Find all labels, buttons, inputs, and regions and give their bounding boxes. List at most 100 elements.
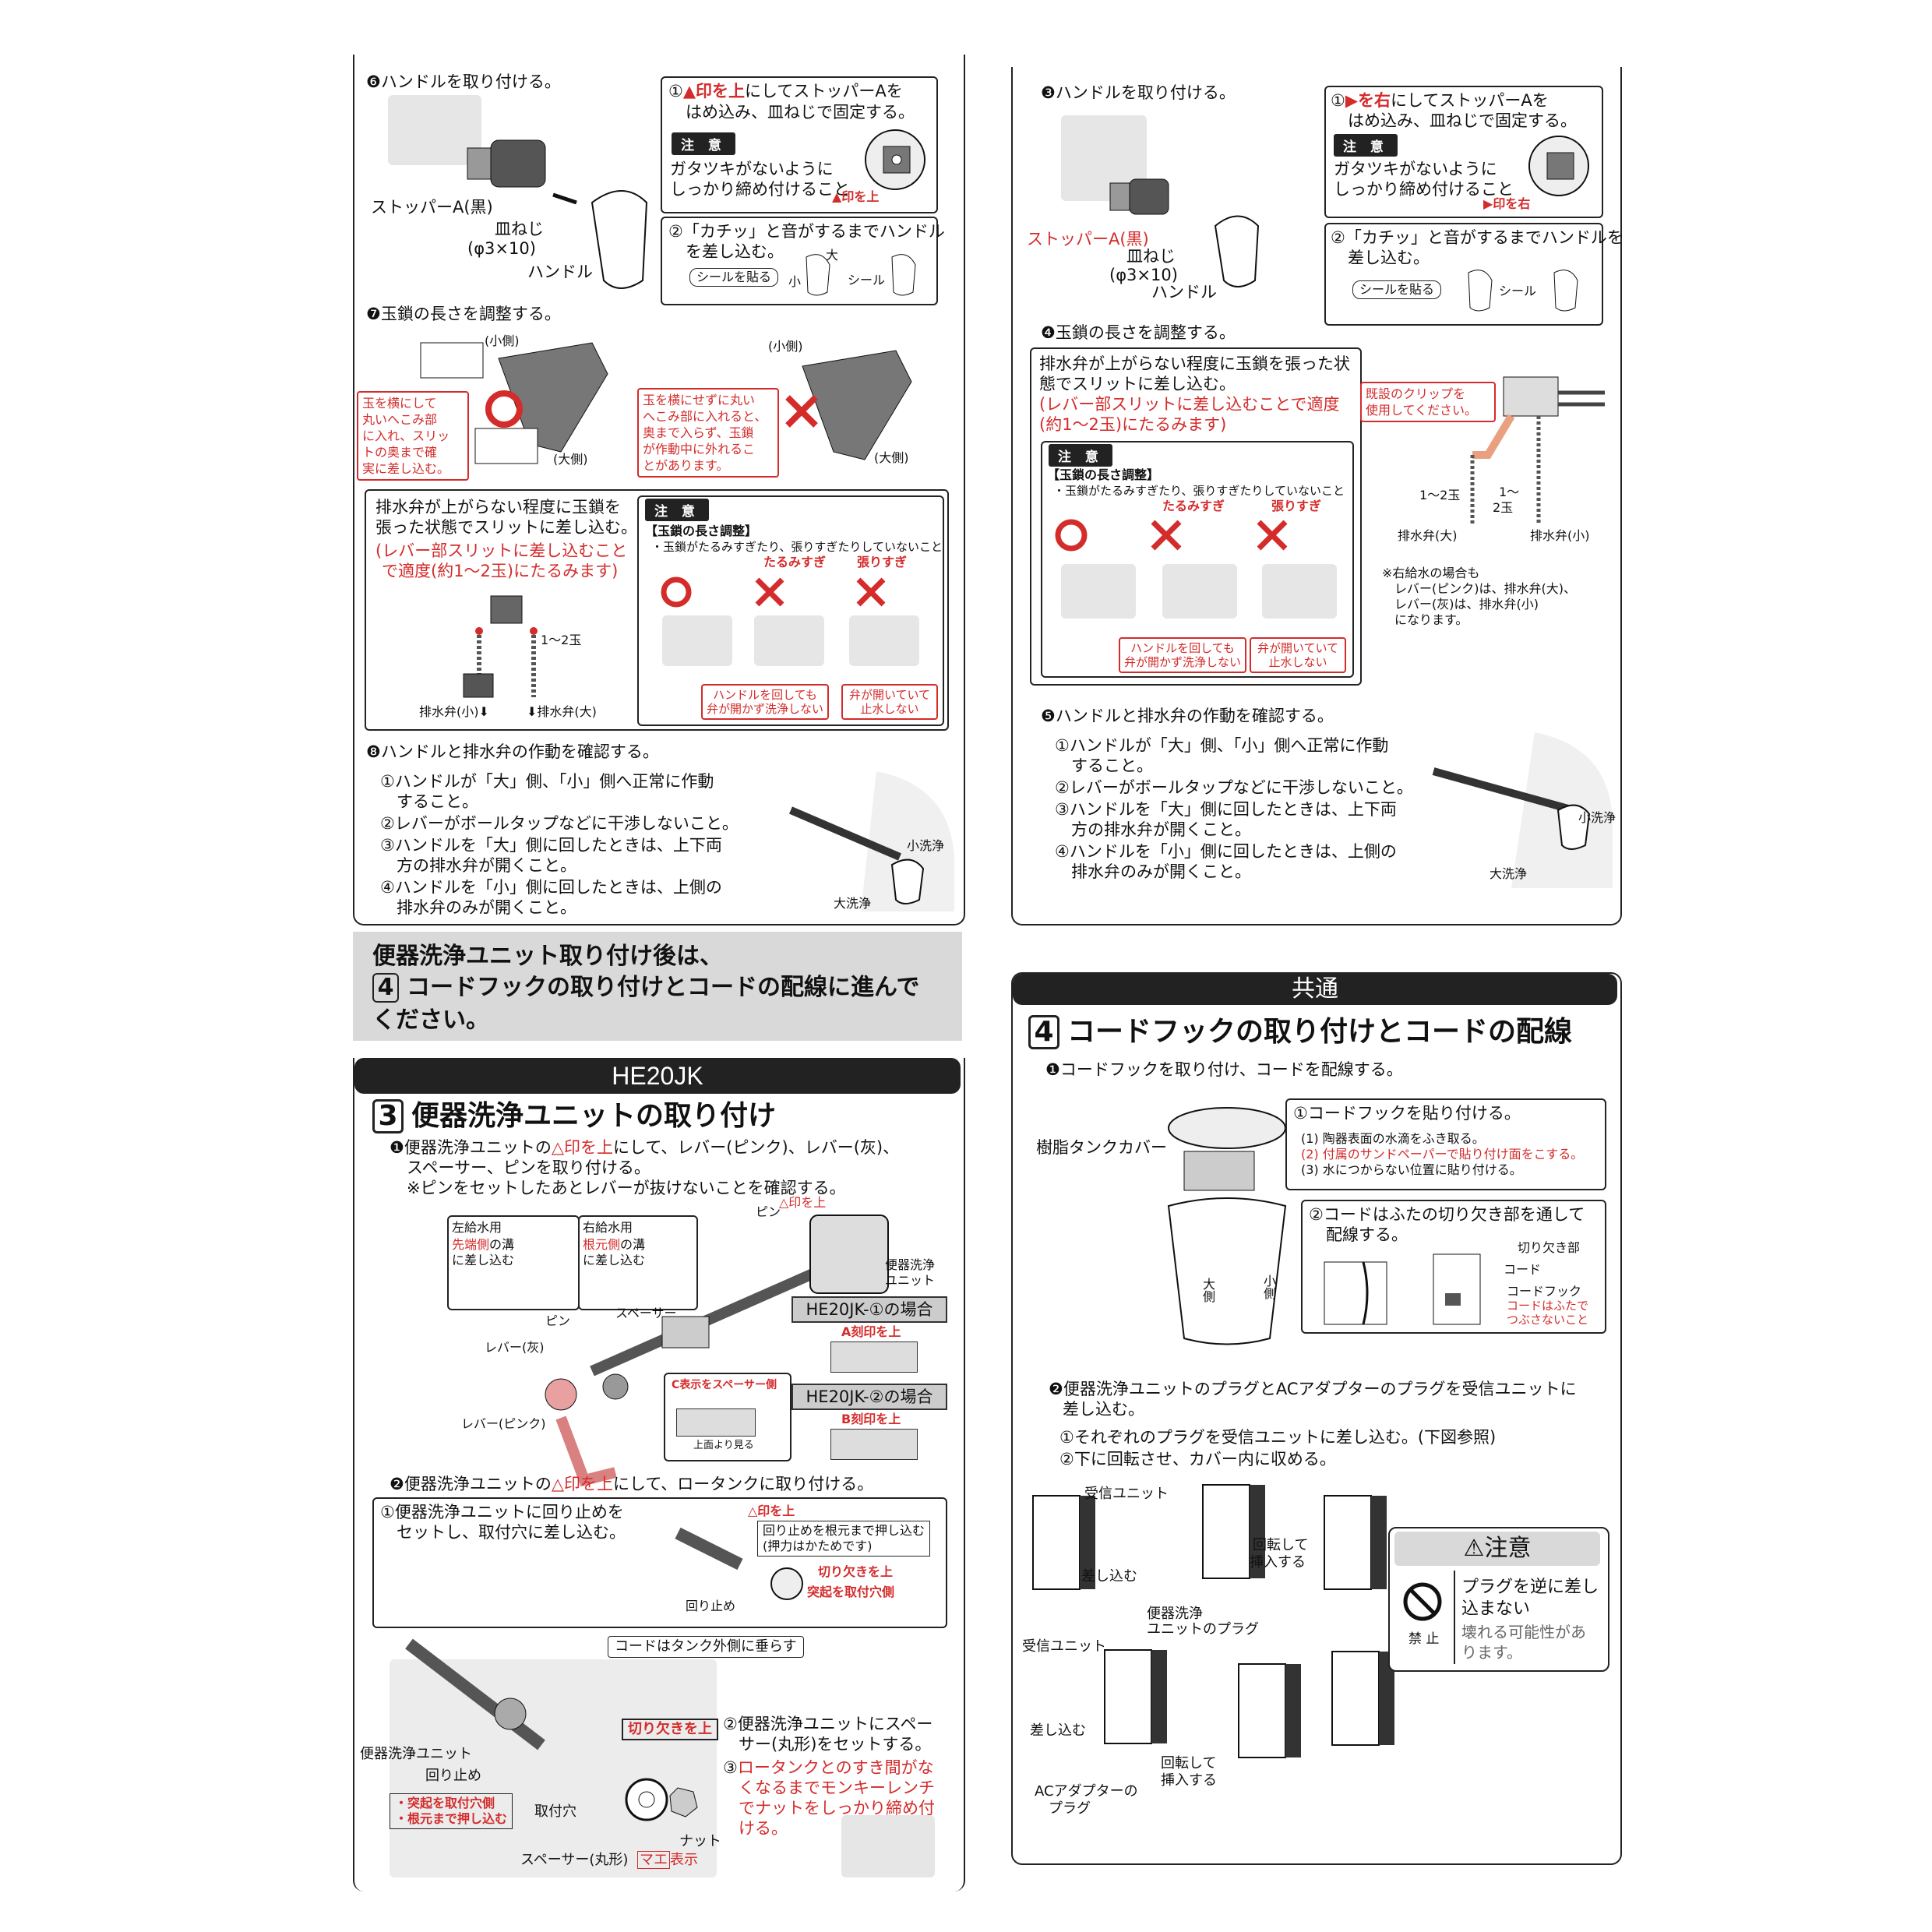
b1-push-box: 回り止めを根元まで押し込む(押力はかためです) <box>757 1521 931 1557</box>
caution-divider <box>1454 1571 1455 1664</box>
step4-title: ❹玉鎖の長さを調整する。 <box>1041 323 1236 342</box>
callout-stopper-r-line1: ①▶を右にしてストッパーAを <box>1331 91 1549 110</box>
callout-stopper-line1: ①▲印を上にしてストッパーAを <box>668 82 903 100</box>
cross-ng-icon <box>785 395 818 428</box>
screw-label-2: (φ3×10) <box>467 239 536 258</box>
check-r1a: ①ハンドルが「大」側、「小」側へ正常に作動 <box>1055 736 1389 755</box>
step8-title: ❽ハンドルと排水弁の作動を確認する。 <box>366 742 659 761</box>
right-supply-text: 根元側の溝 <box>583 1237 646 1252</box>
seal-label-r: シール <box>1499 284 1537 298</box>
receiver-unit-drawing-4 <box>1104 1649 1167 1744</box>
small-mark: 小 <box>788 274 802 289</box>
c-side-label: C表示をスペーサー側 <box>672 1379 777 1391</box>
ng-note: 玉を横にせずに丸いへこみ部に入れると、奥まで入らず、玉鎖が作動中に外れることがあ… <box>637 388 779 478</box>
chain-note-sub-r: ・玉鎖がたるみすぎたり、張りすぎたりしていないこと <box>1053 484 1345 498</box>
unit-assembly-drawing <box>590 1215 889 1377</box>
common-s2-4: ②下に回転させ、カバー内に収める。 <box>1059 1450 1336 1468</box>
chain-box-r2: 態でスリットに差し込む。 <box>1039 375 1236 393</box>
case2-header: HE20JK-②の場合 <box>791 1384 947 1410</box>
handle-illustration <box>388 95 481 165</box>
he20-b1-line1: ①便器洗浄ユニットに回り止めを <box>380 1503 624 1521</box>
unit-plug-2: ユニットのプラグ <box>1147 1621 1259 1638</box>
check-r1b: すること。 <box>1055 756 1153 775</box>
callout-handle-r-line2: 差し込む。 <box>1348 249 1430 267</box>
check-2: ②レバーがボールタップなどに干渉しないこと。 <box>380 814 739 833</box>
caution-header: ⚠注意 <box>1394 1532 1600 1566</box>
notch-up-box: 切り欠きを上 <box>622 1719 718 1740</box>
handle-label: ハンドル <box>527 263 593 281</box>
check-4a: ④ハンドルを「小」側に回したときは、上側の <box>380 878 722 897</box>
chain-slit-ng-drawing <box>802 350 912 460</box>
unit2-label: 便器洗浄ユニット <box>360 1746 472 1762</box>
cord-hook-label: コードフック <box>1507 1284 1582 1299</box>
small-flush-label: 小洗浄 <box>907 838 945 853</box>
c-side-part <box>676 1408 756 1437</box>
chain-slit-ok-drawing <box>420 342 608 464</box>
callout-stopper-r-line2: はめ込み、皿ねじで固定する。 <box>1348 111 1577 130</box>
he20-b2-line1: ②便器洗浄ユニットにスペー <box>723 1715 933 1733</box>
cord-label: コード <box>1504 1262 1542 1277</box>
pin-label-1: ピン <box>756 1204 781 1219</box>
unit-in-tank-drawing <box>405 1638 545 1750</box>
step3-title: ❸ハンドルを取り付ける。 <box>1041 83 1236 102</box>
c1-3: (3) 水につからない位置に貼り付ける。 <box>1301 1162 1522 1177</box>
unit-label-2: ユニット <box>885 1273 936 1288</box>
seal-button-r: シールを貼る <box>1352 280 1442 299</box>
chain-note-tag-r: 注 意 <box>1049 444 1112 467</box>
right-top-panel <box>1011 67 1622 925</box>
prohibit-icon <box>1403 1582 1442 1621</box>
b1-mark: △印を上 <box>748 1504 795 1518</box>
he20-b3-line1: ③ロータンクとのすき間がな <box>723 1758 934 1777</box>
he20-b3-line4: ける。 <box>739 1819 788 1838</box>
c1-1: (1) 陶器表面の水滴をふき取る。 <box>1301 1131 1485 1146</box>
spacer-label: スペーサー <box>615 1306 677 1320</box>
banner-line3: ください。 <box>372 1007 489 1034</box>
unit-label-1: 便器洗浄 <box>885 1257 936 1272</box>
valve-slack-drawing <box>754 615 824 666</box>
callout-handle-line2: を差し込む。 <box>686 242 784 261</box>
he20-header: HE20JK <box>354 1058 961 1094</box>
large-mark: 大 <box>826 248 839 263</box>
triangle-mark-icon: ▲ <box>682 82 696 100</box>
common-s2-3: ①それぞれのプラグを受信ユニットに差し込む。(下図参照) <box>1059 1428 1497 1447</box>
mark-up-unit: △印を上 <box>779 1195 827 1210</box>
right-note-2: レバー(ピンク)は、排水弁(大)、 <box>1382 581 1576 596</box>
seal-label: シール <box>848 273 886 287</box>
callout-stopper-line2: はめ込み、皿ねじで固定する。 <box>686 103 915 122</box>
circle-ok-icon <box>485 390 523 428</box>
proj-box: ・突起を取付穴側・根元まで押し込む <box>390 1793 513 1829</box>
receiver-unit-drawing-3 <box>1324 1495 1387 1590</box>
tight-too-label: 張りすぎ <box>857 555 908 569</box>
balls-label: 1〜2玉 <box>541 633 582 647</box>
caution-sub-2: ります。 <box>1461 1643 1522 1662</box>
he20-s1-line1: ❶便器洗浄ユニットの△印を上にして、レバー(ピンク)、レバー(灰)、 <box>390 1138 900 1157</box>
step5-title: ❺ハンドルと排水弁の作動を確認する。 <box>1041 707 1334 725</box>
valve-slack-drawing-r <box>1162 564 1237 619</box>
common-panel <box>1011 972 1622 1865</box>
he20-b3-line3: でナットをしっかり締め付 <box>739 1799 935 1817</box>
right-note-1: ※右給水の場合も <box>1382 566 1480 580</box>
prohibit-label: 禁 止 <box>1408 1631 1440 1647</box>
screw-label-r2: (φ3×10) <box>1109 266 1178 284</box>
spacer-round-label: スペーサー(丸形) <box>520 1852 629 1868</box>
hole-label: 取付穴 <box>534 1803 576 1820</box>
ac-plug-1: ACアダプターの <box>1035 1783 1138 1800</box>
screw-label-r1: 皿ねじ <box>1126 247 1176 266</box>
check-r3b: 方の排水弁が開くこと。 <box>1055 820 1251 839</box>
case1-header: HE20JK-①の場合 <box>791 1296 947 1323</box>
cord-hook-drawing <box>1324 1253 1481 1325</box>
right-supply-text2: に差し込む <box>583 1253 646 1267</box>
mae-label: マエ表示 <box>637 1851 698 1869</box>
chain-box-r1: 排水弁が上がらない程度に玉鎖を張った状 <box>1039 354 1350 373</box>
top-view-label: 上面より見る <box>693 1440 754 1451</box>
insert-label-2: 差し込む <box>1030 1722 1086 1739</box>
he20-b2-line2: サー(丸形)をセットする。 <box>739 1735 932 1754</box>
rotate-insert-2b: 挿入する <box>1161 1772 1217 1789</box>
notch-label: 切り欠き部 <box>1518 1240 1581 1255</box>
c2-title-2: 配線する。 <box>1326 1225 1408 1244</box>
mark-up-label: ▲印を上 <box>832 189 880 204</box>
he20-panel <box>353 1058 965 1891</box>
check-r3a: ③ハンドルを「大」側に回したときは、上下両 <box>1055 800 1397 819</box>
ng1-box: ハンドルを回しても弁が開かず洗浄しない <box>701 684 829 720</box>
